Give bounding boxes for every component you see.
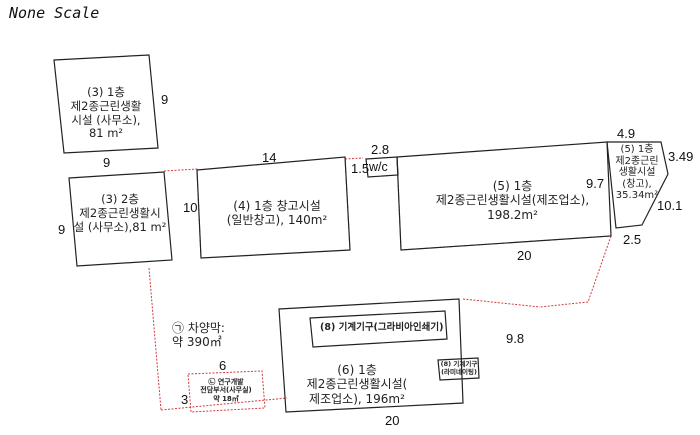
dim-4-top: 14 bbox=[262, 150, 277, 165]
scale-label: None Scale bbox=[9, 4, 100, 22]
dim-6-right: 9.8 bbox=[506, 331, 525, 346]
label-line: (6) 1층 bbox=[337, 363, 377, 377]
building-5-annex-outline bbox=[606, 141, 669, 229]
dim-3-1f-bottom: 9 bbox=[103, 155, 111, 170]
machine-8-large-label: (8) 기계기구(그라비아인쇄기) bbox=[320, 322, 444, 333]
dim-5-bottom: 20 bbox=[517, 248, 532, 263]
label-line: (3) 1층 bbox=[87, 85, 125, 99]
label-line: 35.34m² bbox=[615, 190, 659, 201]
label-line: 제2종근린 bbox=[615, 155, 659, 167]
dim-5-right: 9.7 bbox=[586, 176, 605, 191]
label-line: ㉡ 연구개발 bbox=[208, 378, 244, 386]
label-line: (일반창고), 140m² bbox=[226, 213, 328, 228]
label-line: 제2종근린생활 bbox=[70, 98, 142, 113]
dim-3-2f-right: 10 bbox=[183, 200, 198, 215]
building-4-label: (4) 1층 창고시설 (일반창고), 140m² bbox=[212, 199, 342, 228]
building-5-main-label: (5) 1층 제2종근린생활시설(제조업소), 198.2m² bbox=[420, 179, 605, 222]
dim-6-bottom: 20 bbox=[385, 413, 400, 428]
label-line: 전담부서(사무실) bbox=[200, 386, 252, 395]
wc-label: w/c bbox=[369, 160, 388, 174]
dim-wc-top: 2.8 bbox=[371, 142, 390, 157]
dim-5a-right-top: 3.49 bbox=[668, 149, 694, 164]
dim-5a-bottom: 2.5 bbox=[623, 232, 642, 247]
label-line: (5) 1층 bbox=[492, 179, 533, 193]
label-line: 설 (사무소),81 m² bbox=[73, 219, 167, 234]
dim-3-2f-left: 9 bbox=[58, 222, 66, 237]
label-line: (5) 1층 bbox=[620, 144, 654, 155]
label-line: 198.2m² bbox=[487, 207, 538, 222]
building-6-outline bbox=[278, 298, 464, 413]
label-line: 약 390㎡ bbox=[172, 335, 222, 350]
label-line: ㉠ 차양막: bbox=[172, 321, 225, 335]
building-4-outline bbox=[196, 156, 351, 259]
label-line: (창고), bbox=[622, 178, 652, 190]
dim-3-1f-right: 9 bbox=[161, 92, 169, 107]
building-5-main-outline bbox=[396, 141, 612, 251]
machine-8-small-label: (8) 기계기구 (라미네이팅) bbox=[439, 360, 479, 377]
label-line: 약 18㎡ bbox=[213, 394, 239, 403]
dim-lab-left: 3 bbox=[181, 392, 189, 407]
building-3-2f-outline bbox=[68, 171, 173, 267]
canopy-annotation: ㉠ 차양막: 약 390㎡ bbox=[172, 321, 225, 350]
label-line: 제조업소), 196m² bbox=[309, 391, 405, 406]
dim-lab-top: 6 bbox=[219, 358, 227, 373]
building-outlines bbox=[53, 54, 669, 413]
label-line: (3) 2층 bbox=[101, 192, 139, 206]
machine-8-large-outline bbox=[309, 310, 448, 348]
label-line: 생활시설 bbox=[618, 167, 656, 178]
label-line: 81 m² bbox=[88, 126, 124, 141]
lab-annotation: ㉡ 연구개발 전담부서(사무실) 약 18㎡ bbox=[190, 378, 262, 403]
label-line: (4) 1층 창고시설 bbox=[233, 199, 321, 213]
building-3-2f-label: (3) 2층 제2종근린생활시 설 (사무소),81 m² bbox=[70, 192, 170, 234]
building-3-1f-outline bbox=[53, 54, 159, 154]
label-line: 제2종근린생활시 bbox=[79, 205, 161, 220]
label-line: 제2종근린생활시설(제조업소), bbox=[435, 193, 590, 208]
dim-5a-top: 4.9 bbox=[617, 126, 636, 141]
building-3-1f-label: (3) 1층 제2종근린생활 시설 (사무소), 81 m² bbox=[60, 85, 152, 141]
dim-5a-right-bottom: 10.1 bbox=[657, 198, 683, 213]
machine-8-small-outline bbox=[437, 357, 480, 381]
label-line: (라미네이팅) bbox=[441, 367, 477, 376]
building-5-annex-label: (5) 1층 제2종근린 생활시설 (창고), 35.34m² bbox=[607, 144, 667, 202]
label-line: 시설 (사무소), bbox=[71, 112, 141, 127]
building-6-label: (6) 1층 제2종근린생활시설( 제조업소), 196m² bbox=[292, 363, 422, 406]
label-line: (8) 기계기구 bbox=[440, 360, 478, 368]
dim-wc-left: 1.5 bbox=[351, 161, 370, 176]
label-line: 제2종근린생활시설( bbox=[306, 377, 408, 392]
